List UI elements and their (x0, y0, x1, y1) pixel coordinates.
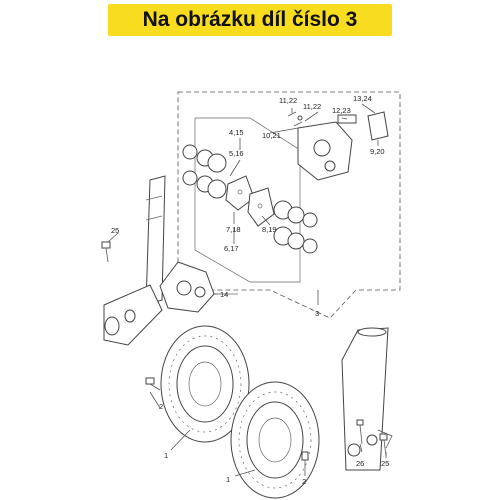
callout-25-right: 25 (381, 459, 389, 468)
callout-11-22-a: 11,22 (279, 96, 297, 105)
callout-8-19: 8,19 (262, 225, 277, 234)
callout-14: 14 (220, 290, 228, 299)
right-fork-leg (341, 327, 393, 471)
brake-disc-lower (230, 381, 320, 499)
callout-7-18: 7,18 (226, 225, 241, 234)
callout-10-21: 10,21 (262, 131, 281, 140)
bolt-25-left (101, 241, 111, 263)
callout-2-upper: 2 (159, 402, 163, 411)
leader-lines (107, 103, 387, 477)
title-banner: Na obrázku díl číslo 3 (108, 4, 392, 36)
piston-group-frame (194, 117, 301, 283)
callout-4-15: 4,15 (229, 128, 244, 137)
left-fork-leg (103, 175, 166, 346)
callout-1-lower: 1 (226, 475, 230, 484)
disc-bolt-2-lower (301, 451, 309, 470)
callout-6-17: 6,17 (224, 244, 239, 253)
callout-9-20: 9,20 (370, 147, 385, 156)
callout-5-16: 5,16 (229, 149, 244, 158)
callout-26: 26 (356, 459, 364, 468)
assembly-3-outline (177, 91, 401, 319)
brake-pads (225, 175, 275, 227)
piston-set-upper (182, 144, 227, 199)
callout-1-upper: 1 (164, 451, 168, 460)
disc-bolt-2-upper (145, 377, 161, 391)
brake-disc-upper (160, 325, 250, 443)
bolt-26 (356, 419, 364, 445)
callout-25-left: 25 (111, 226, 119, 235)
piston-set-lower (273, 200, 318, 254)
upper-caliper-body (297, 111, 389, 181)
callout-3: 3 (315, 309, 319, 318)
title-banner-text: Na obrázku díl číslo 3 (142, 8, 358, 31)
callout-11-22-b: 11,22 (303, 102, 321, 111)
left-caliper (159, 261, 238, 313)
callout-12-23: 12,23 (332, 106, 351, 115)
callout-2-lower: 2 (302, 477, 306, 486)
callout-13-24: 13,24 (353, 94, 372, 103)
pins-11-22 (287, 111, 303, 127)
